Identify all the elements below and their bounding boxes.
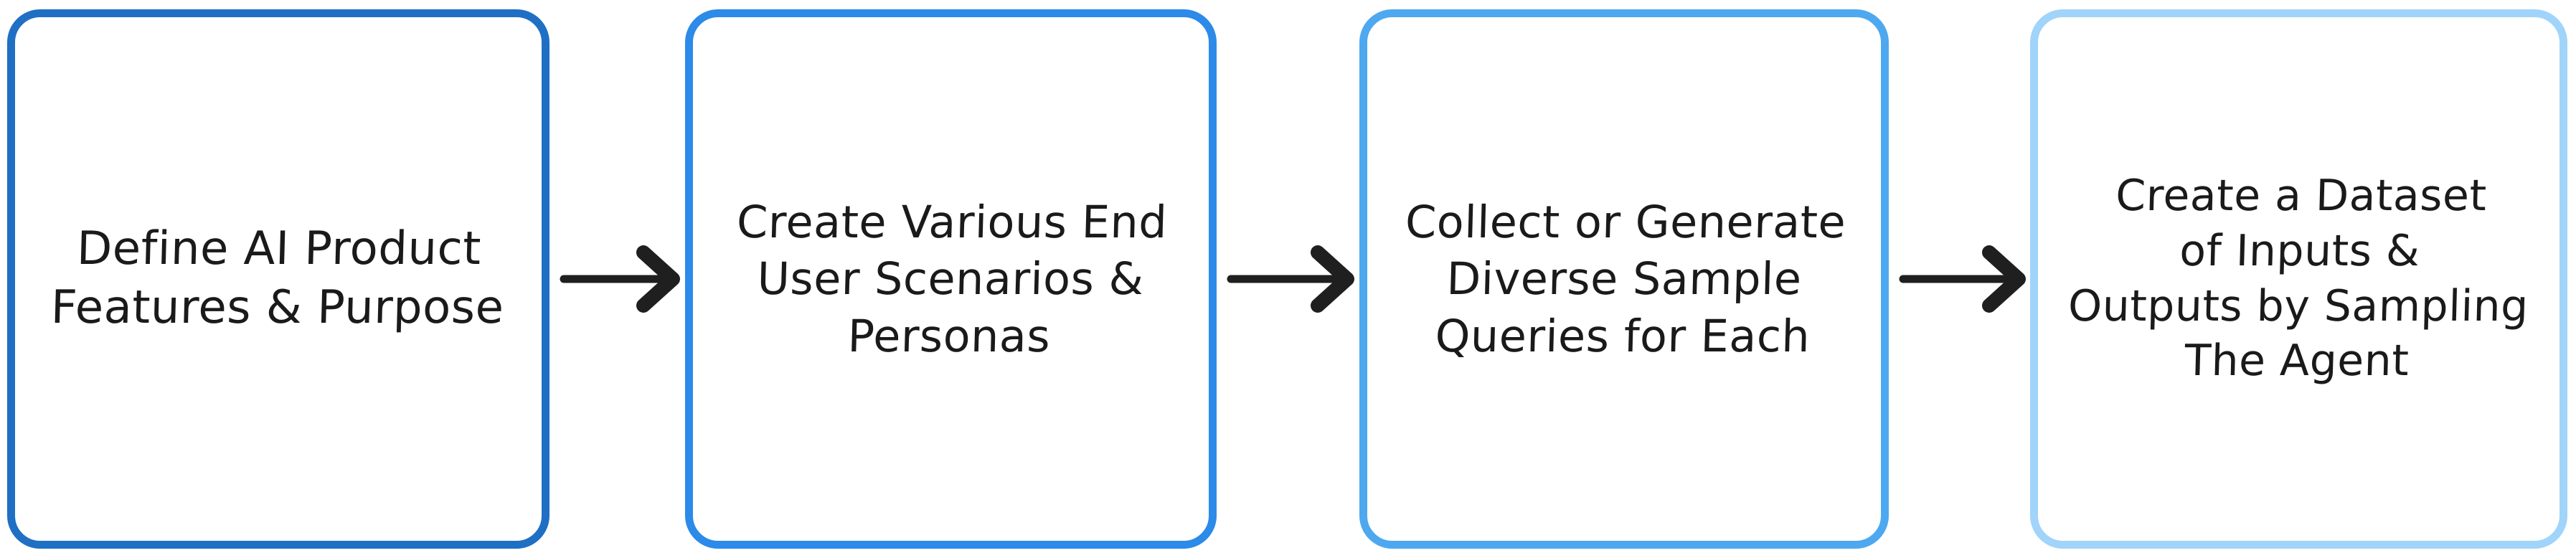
flow-node-label: Create a Dataset of Inputs & Outputs by …: [2067, 171, 2529, 387]
flow-node-create-dataset-sampling[interactable]: Create a Dataset of Inputs & Outputs by …: [2030, 9, 2567, 549]
arrow-right-icon: [636, 245, 680, 313]
flow-node-collect-generate-queries[interactable]: Collect or Generate Diverse Sample Queri…: [1359, 9, 1889, 549]
flow-node-create-scenarios-personas[interactable]: Create Various End User Scenarios & Pers…: [685, 9, 1217, 549]
arrow-right-icon: [1982, 245, 2026, 313]
flow-node-label: Define AI Product Features & Purpose: [50, 222, 505, 334]
arrow-right-icon: [1311, 245, 1354, 313]
flow-node-label: Create Various End User Scenarios & Pers…: [736, 195, 1169, 362]
flow-node-label: Collect or Generate Diverse Sample Queri…: [1405, 195, 1847, 362]
flow-node-define-ai-product[interactable]: Define AI Product Features & Purpose: [7, 9, 549, 549]
